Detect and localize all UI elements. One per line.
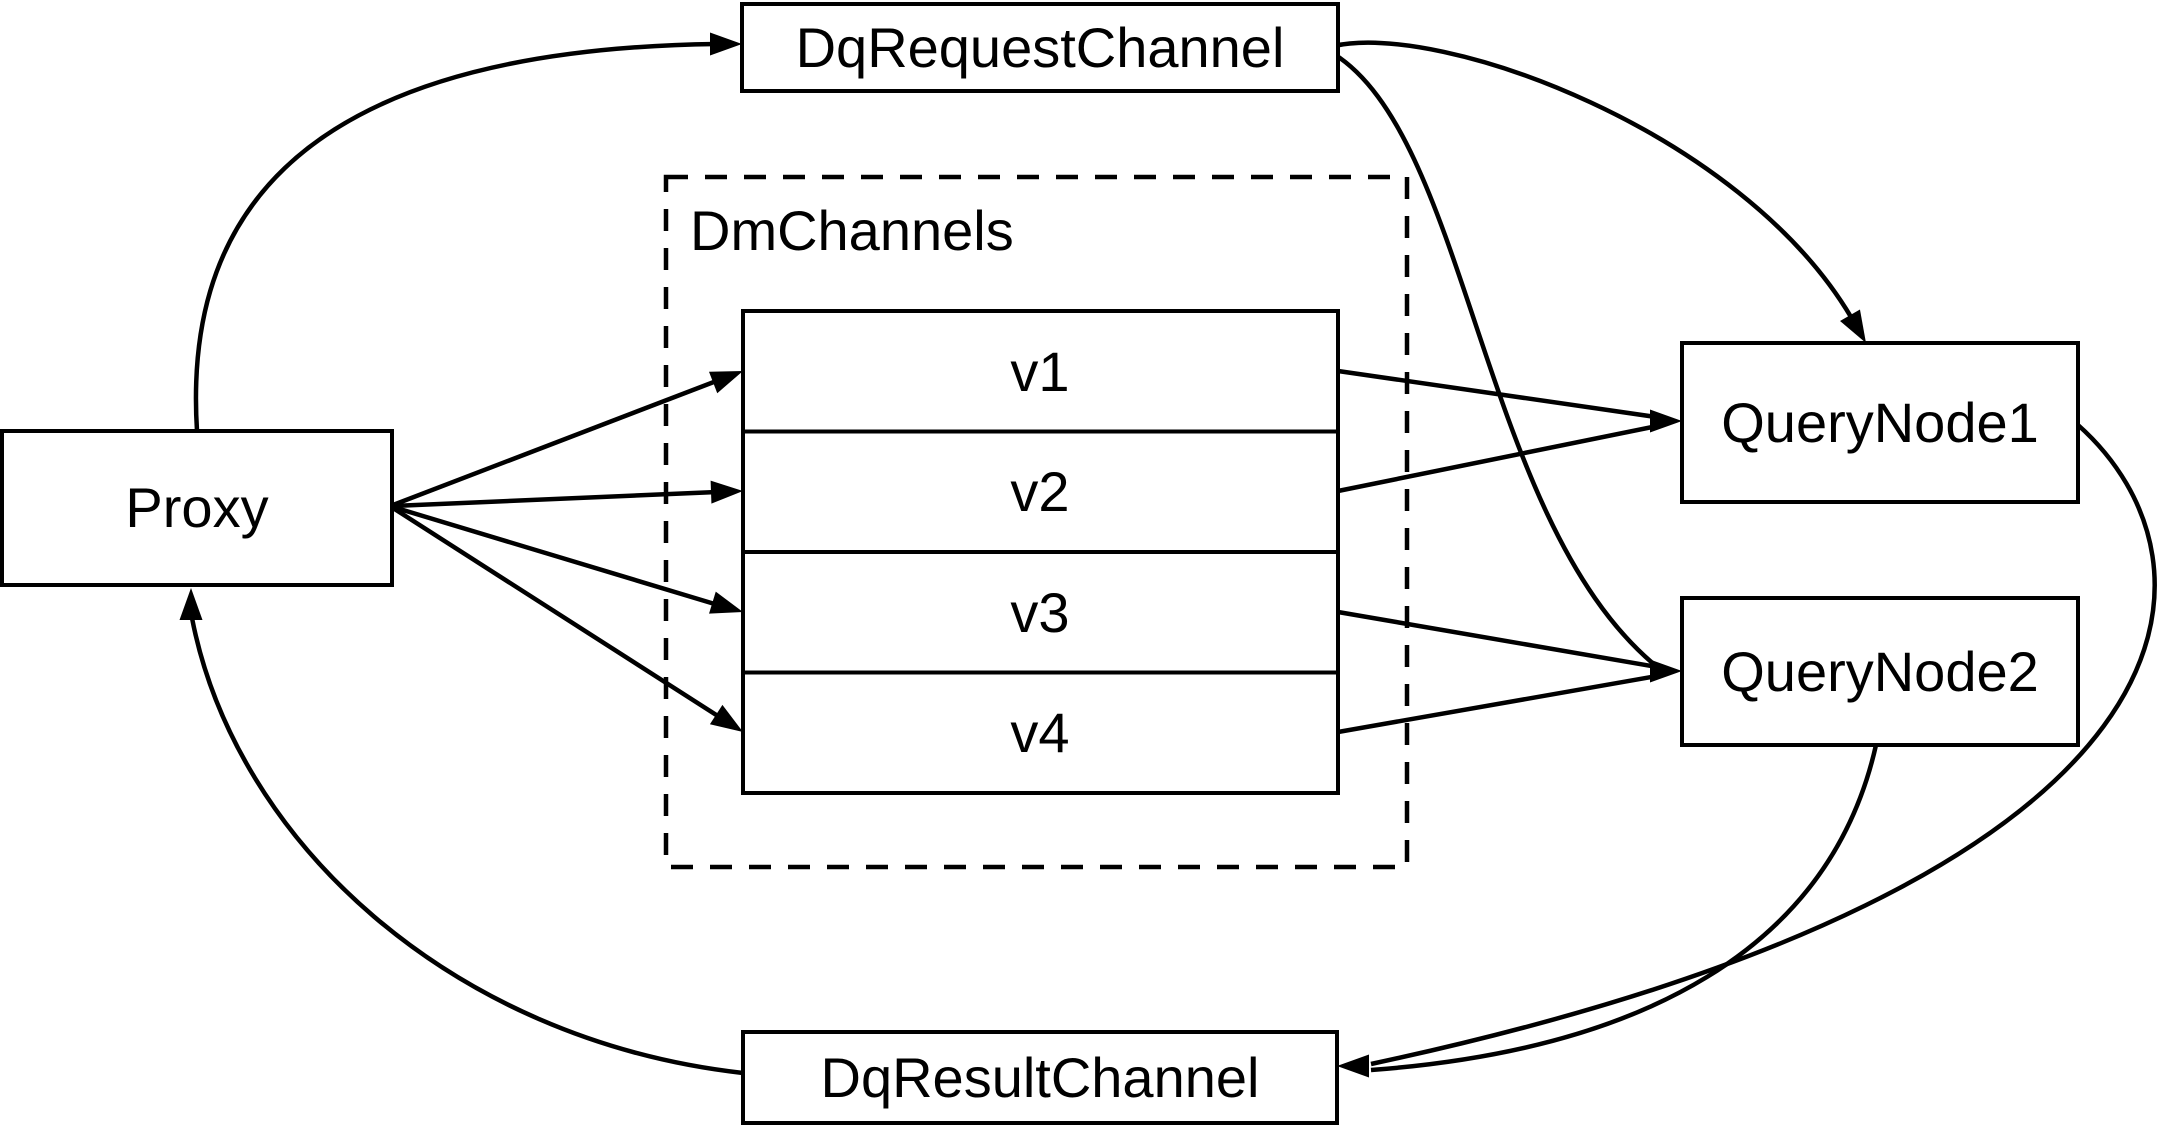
dq-result-channel-node [741,1030,1339,1125]
proxy-node [0,429,394,587]
query-node-1-label: QueryNode1 [1721,391,2039,454]
edge-dq-request-channel-to-query-node-2 [1332,52,1658,668]
arrowhead-into-v2 [710,480,743,504]
edge-query-node-2-to-dq-result-channel [1370,744,1879,1073]
edge-v4-to-query-node-2 [1337,673,1658,735]
channel-v3-label: v3 [1010,581,1069,644]
dm-channels-group-box [663,174,1410,870]
edge-v2-to-query-node-1 [1337,423,1658,494]
edge-dq-result-channel-to-proxy [189,617,744,1076]
arrowhead-into-proxy [179,588,203,620]
edge-v3-to-query-node-2 [1337,609,1658,670]
edge-v1-to-query-node-1 [1337,368,1657,420]
dq-request-channel-node [740,2,1340,93]
channel-v2-label: v2 [1010,460,1069,523]
query-node-1-node [1680,341,2080,504]
edge-proxy-to-v2 [392,489,718,509]
dm-channels-group-label: DmChannels [690,199,1014,262]
proxy-label: Proxy [125,476,268,539]
edge-query-node-1-to-dq-result-channel [1370,423,2157,1067]
arrowhead-into-v4 [709,704,743,732]
arrowhead-into-query-node-1-left [1650,409,1682,433]
arrowhead-into-query-node-2-left [1650,659,1682,683]
dq-request-channel-label: DqRequestChannel [796,16,1285,79]
arrowhead-into-v3 [709,591,743,614]
edge-proxy-to-v1 [392,377,720,508]
query-node-2-node [1680,596,2080,747]
arrowhead-into-dq-result-channel [1337,1054,1369,1078]
edge-dq-request-channel-to-query-node-1 [1333,40,1853,319]
dq-result-channel-label: DqResultChannel [821,1046,1260,1109]
edge-proxy-to-v3 [392,504,719,608]
arrowhead-into-dq-request-channel [710,32,742,56]
arrowhead-into-query-node-1-top [1840,309,1866,343]
query-node-2-label: QueryNode2 [1721,640,2039,703]
channel-v4-label: v4 [1010,701,1069,764]
edge-proxy-to-v4 [391,506,723,720]
arrowhead-into-v1 [709,371,743,394]
channel-v1-label: v1 [1010,340,1069,403]
edge-proxy-to-dq-request-channel [193,41,717,432]
